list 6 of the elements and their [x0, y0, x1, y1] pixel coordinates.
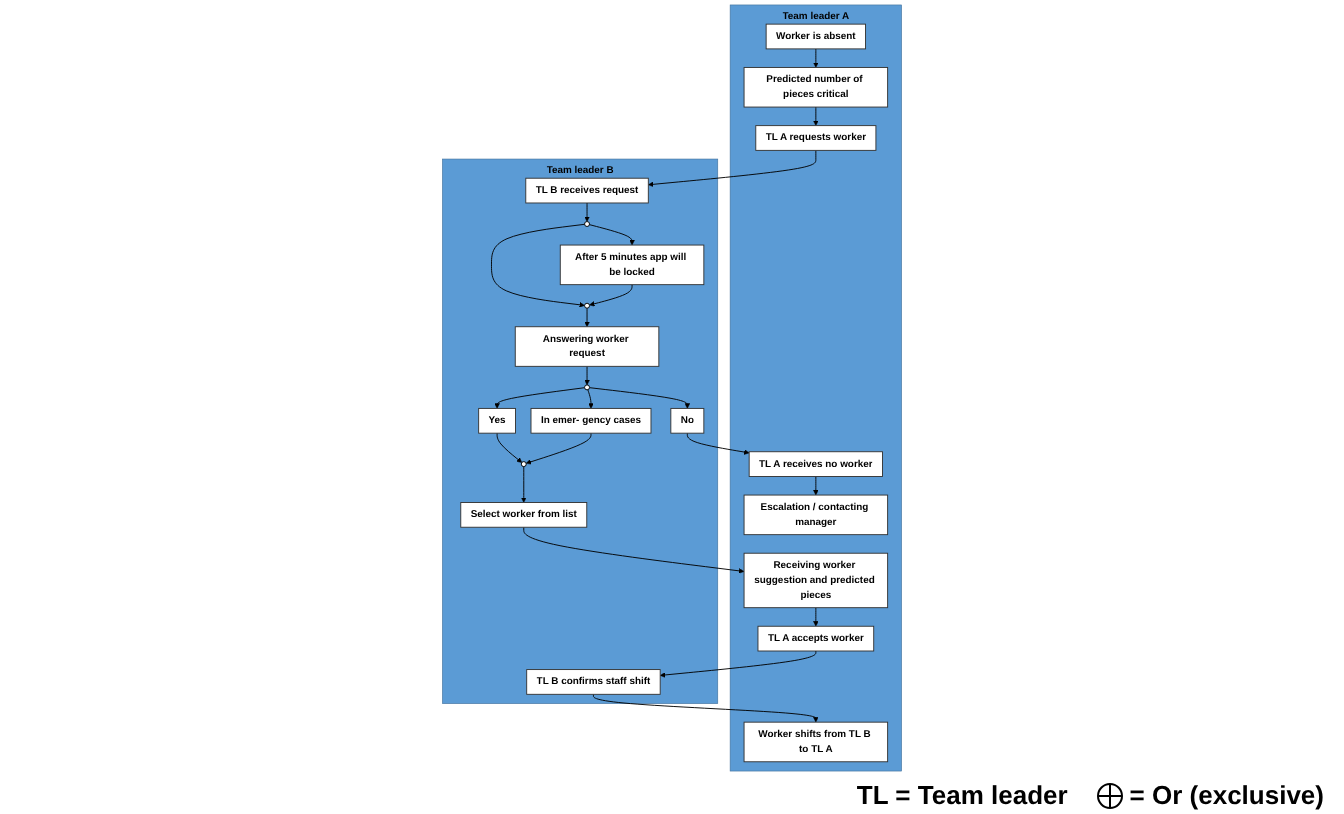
legend-text: = Or (exclusive)	[1129, 780, 1324, 810]
node-circle	[520, 461, 527, 468]
node-circle	[584, 221, 590, 227]
node-circle	[584, 302, 590, 309]
note-text: TL = Team leader	[856, 780, 1068, 810]
node-circle	[584, 384, 590, 391]
